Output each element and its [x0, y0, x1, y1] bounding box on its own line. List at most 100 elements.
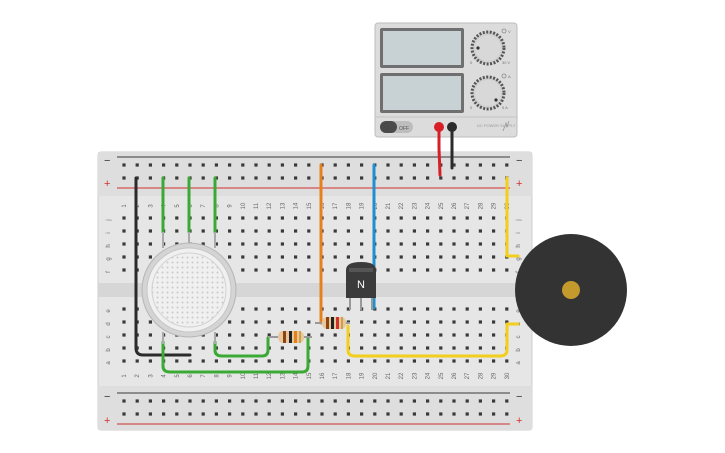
breadboard-hole[interactable] [412, 242, 416, 246]
breadboard-hole[interactable] [346, 163, 350, 167]
breadboard-hole[interactable] [492, 333, 496, 337]
breadboard-hole[interactable] [254, 163, 258, 167]
breadboard-hole[interactable] [399, 268, 403, 272]
breadboard-hole[interactable] [280, 268, 284, 272]
breadboard-hole[interactable] [122, 307, 126, 311]
breadboard-hole[interactable] [412, 216, 416, 220]
breadboard-hole[interactable] [386, 176, 390, 180]
breadboard-hole[interactable] [267, 163, 271, 167]
breadboard-hole[interactable] [333, 412, 337, 416]
breadboard-hole[interactable] [399, 333, 403, 337]
breadboard-hole[interactable] [505, 163, 509, 167]
breadboard-hole[interactable] [360, 320, 364, 324]
breadboard-hole[interactable] [175, 216, 179, 220]
breadboard-hole[interactable] [307, 268, 311, 272]
breadboard-hole[interactable] [478, 255, 482, 259]
breadboard-hole[interactable] [267, 320, 271, 324]
supply-positive-terminal[interactable] [434, 122, 444, 132]
breadboard-hole[interactable] [452, 412, 456, 416]
breadboard-hole[interactable] [346, 399, 350, 403]
breadboard-hole[interactable] [280, 307, 284, 311]
breadboard-hole[interactable] [307, 333, 311, 337]
breadboard-hole[interactable] [135, 399, 139, 403]
breadboard-hole[interactable] [373, 333, 377, 337]
breadboard-hole[interactable] [148, 216, 152, 220]
breadboard-hole[interactable] [122, 242, 126, 246]
breadboard-hole[interactable] [122, 412, 126, 416]
breadboard-hole[interactable] [307, 163, 311, 167]
breadboard-hole[interactable] [426, 229, 430, 233]
breadboard-hole[interactable] [280, 216, 284, 220]
breadboard-hole[interactable] [439, 268, 443, 272]
breadboard-hole[interactable] [280, 242, 284, 246]
resistor-1[interactable] [268, 331, 312, 343]
breadboard-hole[interactable] [452, 320, 456, 324]
breadboard-hole[interactable] [412, 255, 416, 259]
breadboard-hole[interactable] [294, 229, 298, 233]
breadboard-hole[interactable] [175, 242, 179, 246]
breadboard-hole[interactable] [399, 320, 403, 324]
breadboard-hole[interactable] [360, 176, 364, 180]
breadboard-hole[interactable] [294, 216, 298, 220]
breadboard-hole[interactable] [505, 268, 509, 272]
breadboard-hole[interactable] [122, 216, 126, 220]
breadboard-hole[interactable] [148, 255, 152, 259]
breadboard-hole[interactable] [294, 242, 298, 246]
breadboard-hole[interactable] [492, 359, 496, 363]
breadboard-hole[interactable] [386, 412, 390, 416]
power-supply[interactable]: V A 0 30 V 0 5 A OFF DC POWER SUPPLY [374, 22, 518, 138]
breadboard-hole[interactable] [439, 399, 443, 403]
breadboard-hole[interactable] [465, 307, 469, 311]
breadboard-hole[interactable] [346, 359, 350, 363]
breadboard-hole[interactable] [478, 412, 482, 416]
breadboard-hole[interactable] [254, 242, 258, 246]
breadboard-hole[interactable] [505, 412, 509, 416]
breadboard-hole[interactable] [333, 176, 337, 180]
breadboard-hole[interactable] [386, 268, 390, 272]
breadboard-hole[interactable] [373, 399, 377, 403]
breadboard-hole[interactable] [201, 163, 205, 167]
breadboard-hole[interactable] [478, 359, 482, 363]
breadboard-hole[interactable] [148, 346, 152, 350]
breadboard-hole[interactable] [214, 359, 218, 363]
breadboard-hole[interactable] [241, 176, 245, 180]
breadboard-hole[interactable] [505, 399, 509, 403]
breadboard-hole[interactable] [478, 399, 482, 403]
breadboard-hole[interactable] [254, 307, 258, 311]
breadboard-hole[interactable] [478, 333, 482, 337]
breadboard-hole[interactable] [360, 216, 364, 220]
breadboard-hole[interactable] [399, 176, 403, 180]
breadboard-hole[interactable] [346, 229, 350, 233]
breadboard-hole[interactable] [452, 163, 456, 167]
breadboard-hole[interactable] [412, 399, 416, 403]
breadboard-hole[interactable] [412, 320, 416, 324]
breadboard-hole[interactable] [254, 320, 258, 324]
breadboard-hole[interactable] [241, 242, 245, 246]
breadboard-hole[interactable] [122, 333, 126, 337]
breadboard-hole[interactable] [465, 255, 469, 259]
breadboard-hole[interactable] [360, 242, 364, 246]
breadboard-hole[interactable] [148, 320, 152, 324]
breadboard-hole[interactable] [320, 399, 324, 403]
breadboard-hole[interactable] [452, 359, 456, 363]
breadboard-hole[interactable] [214, 412, 218, 416]
breadboard-hole[interactable] [228, 359, 232, 363]
breadboard-hole[interactable] [452, 346, 456, 350]
breadboard-hole[interactable] [214, 399, 218, 403]
breadboard-hole[interactable] [426, 163, 430, 167]
breadboard-hole[interactable] [307, 229, 311, 233]
breadboard-hole[interactable] [439, 255, 443, 259]
breadboard-hole[interactable] [439, 333, 443, 337]
breadboard-hole[interactable] [307, 320, 311, 324]
breadboard-hole[interactable] [452, 255, 456, 259]
breadboard-hole[interactable] [478, 268, 482, 272]
breadboard-hole[interactable] [333, 242, 337, 246]
breadboard-hole[interactable] [465, 399, 469, 403]
breadboard-hole[interactable] [426, 333, 430, 337]
breadboard-hole[interactable] [465, 359, 469, 363]
breadboard-hole[interactable] [228, 163, 232, 167]
breadboard-hole[interactable] [399, 359, 403, 363]
breadboard-hole[interactable] [228, 333, 232, 337]
breadboard-hole[interactable] [241, 216, 245, 220]
breadboard-hole[interactable] [188, 399, 192, 403]
